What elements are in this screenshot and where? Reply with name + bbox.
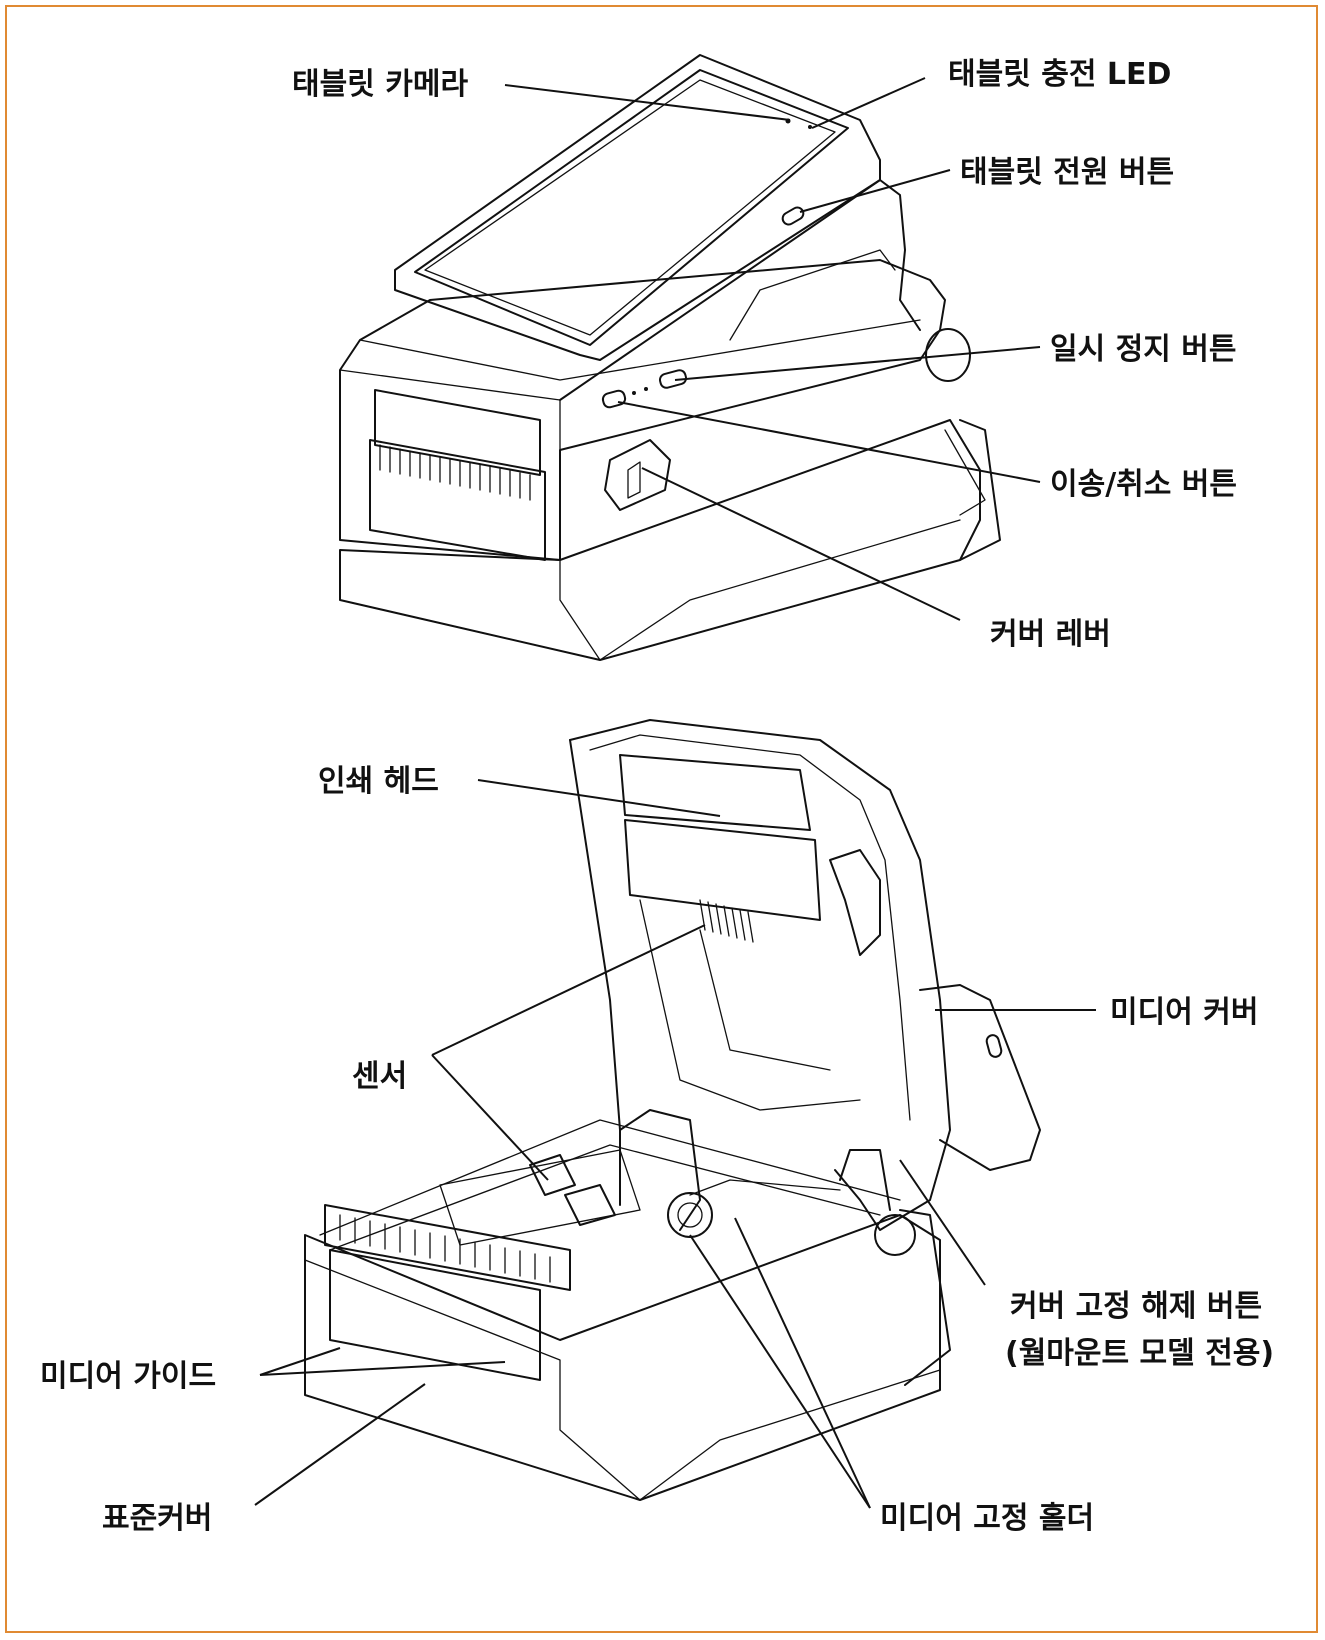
closed-pause-button xyxy=(658,369,688,389)
closed-printer-illustration xyxy=(339,54,1001,661)
label-media-cover: 미디어 커버 xyxy=(1110,995,1259,1030)
label-cover-lever: 커버 레버 xyxy=(990,617,1111,652)
leader-media-holder-1 xyxy=(689,1234,871,1509)
closed-tablet-screen xyxy=(414,69,849,346)
open-front-cover xyxy=(329,1249,541,1381)
open-holder-knob xyxy=(667,1192,713,1238)
closed-cover-lever xyxy=(604,439,671,511)
closed-tablet-wedge xyxy=(559,179,921,401)
open-media-cover-outer xyxy=(569,719,951,1231)
leader-media-guide-1 xyxy=(259,1347,341,1376)
leader-sensor-2 xyxy=(431,1054,549,1181)
label-tablet-charging-led: 태블릿 충전 LED xyxy=(948,57,1172,92)
leader-pause xyxy=(674,346,1041,381)
closed-roller-knob xyxy=(925,328,971,382)
label-tablet-power-button: 태블릿 전원 버튼 xyxy=(960,155,1175,190)
label-media-holder: 미디어 고정 홀더 xyxy=(880,1501,1095,1536)
open-head-bracket xyxy=(624,819,821,921)
closed-feed-button xyxy=(601,389,627,409)
open-rear-bracket xyxy=(919,984,1041,1171)
open-holder-arm-right xyxy=(839,1149,891,1211)
label-media-guide: 미디어 가이드 xyxy=(40,1359,217,1394)
leader-cover-release xyxy=(899,1159,986,1286)
open-media-guide-bar xyxy=(324,1204,571,1291)
label-print-head: 인쇄 헤드 xyxy=(318,764,439,799)
leader-sensor-1 xyxy=(431,924,706,1056)
open-roller-knob-right xyxy=(874,1214,916,1256)
leader-lines xyxy=(254,77,1096,1509)
open-printer-illustration xyxy=(304,719,1041,1501)
label-sensor: 센서 xyxy=(352,1059,408,1094)
leader-tablet-power xyxy=(799,169,951,213)
closed-led-dot xyxy=(808,125,812,129)
closed-tablet xyxy=(394,54,881,361)
open-cover-latch xyxy=(829,849,881,956)
label-feed-cancel-button: 이송/취소 버튼 xyxy=(1050,467,1238,502)
closed-side-stand xyxy=(959,419,1001,561)
open-bracket-slot xyxy=(985,1034,1003,1058)
leader-feed-cancel xyxy=(617,401,1041,483)
leader-media-guide-2 xyxy=(259,1361,506,1376)
label-tablet-camera: 태블릿 카메라 xyxy=(292,67,469,102)
open-print-head xyxy=(619,754,811,831)
leader-standard-cover xyxy=(254,1383,426,1506)
label-pause-button: 일시 정지 버튼 xyxy=(1050,332,1237,367)
open-base-body xyxy=(304,1214,941,1501)
closed-paper-exit xyxy=(374,389,541,476)
closed-front-tear-bar xyxy=(369,439,546,561)
diagram-frame xyxy=(5,5,1318,1633)
label-standard-cover: 표준커버 xyxy=(102,1501,213,1536)
leader-cover-lever xyxy=(641,467,961,621)
leader-tablet-led xyxy=(811,77,926,129)
closed-power-button xyxy=(781,206,805,226)
open-sensor-block xyxy=(529,1154,576,1196)
open-side-stand xyxy=(899,1209,951,1386)
leader-media-holder-2 xyxy=(734,1217,871,1509)
closed-upper-housing xyxy=(339,259,946,561)
label-cover-release-line1: 커버 고정 해제 버튼 xyxy=(1010,1289,1263,1324)
label-cover-release-line2: (월마운트 모델 전용) xyxy=(1005,1336,1275,1371)
leader-tablet-camera xyxy=(504,84,791,121)
leader-print-head xyxy=(477,779,721,817)
